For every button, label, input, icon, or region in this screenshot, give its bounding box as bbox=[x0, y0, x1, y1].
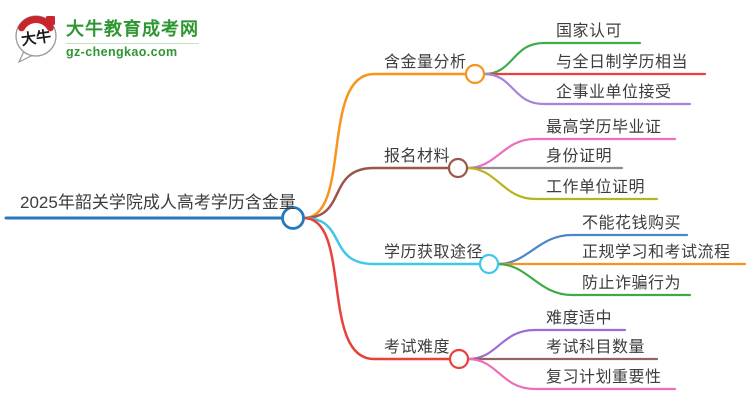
leaf-label-nandushizhong: 难度适中 bbox=[546, 310, 613, 327]
leaf-line-guojiarenke bbox=[482, 41, 642, 76]
logo-seal bbox=[46, 16, 55, 25]
logo-text-block: 大牛教育成考网 gz-chengkao.com bbox=[66, 15, 199, 59]
leaf-line-gongzuodanwei bbox=[465, 166, 659, 201]
branch-label-huoqutujing: 学历获取途径 bbox=[384, 244, 484, 261]
leaf-label-qishiye: 企事业单位接受 bbox=[556, 84, 672, 101]
leaf-label-fuxijihua: 复习计划重要性 bbox=[546, 369, 662, 386]
branch-label-baoming: 报名材料 bbox=[384, 148, 451, 165]
leaf-line-qishiye bbox=[482, 72, 692, 106]
leaf-line-biyezheng bbox=[465, 137, 677, 170]
root-node-circle bbox=[281, 206, 305, 230]
branch-line-hanjinliang bbox=[302, 72, 468, 220]
branch-circle-huoqutujing bbox=[478, 253, 500, 275]
leaf-label-quanrizhi: 与全日制学历相当 bbox=[556, 54, 689, 71]
leaf-label-biyezheng: 最高学历毕业证 bbox=[546, 119, 662, 136]
site-logo: 大牛 大牛教育成考网 gz-chengkao.com bbox=[12, 10, 199, 64]
branch-circle-kaoshinandu bbox=[448, 348, 470, 370]
branch-line-huoqutujing bbox=[302, 216, 482, 266]
branch-label-hanjinliang: 含金量分析 bbox=[384, 54, 467, 71]
root-node-label: 2025年韶关学院成人高考学历含金量 bbox=[20, 193, 296, 212]
leaf-label-buhuaqian: 不能花钱购买 bbox=[582, 215, 682, 232]
branch-line-baoming bbox=[302, 166, 451, 220]
site-url: gz-chengkao.com bbox=[66, 45, 178, 59]
leaf-label-kemushuliang: 考试科目数量 bbox=[546, 339, 646, 356]
leaf-label-zhenggui: 正规学习和考试流程 bbox=[582, 244, 731, 261]
site-name: 大牛教育成考网 bbox=[66, 15, 199, 44]
leaf-line-nandushizhong bbox=[466, 328, 627, 361]
leaf-label-gongzuodanwei: 工作单位证明 bbox=[546, 179, 646, 196]
leaf-label-shenfen: 身份证明 bbox=[546, 148, 613, 165]
branch-circle-baoming bbox=[447, 157, 469, 179]
leaf-line-fuxijihua bbox=[466, 357, 677, 391]
daniu-logo-icon: 大牛 bbox=[15, 15, 57, 64]
leaf-line-buhuaqian bbox=[496, 233, 689, 266]
logo-daniu-text: 大牛 bbox=[20, 27, 52, 49]
branch-circle-hanjinliang bbox=[464, 63, 486, 85]
leaf-label-fangzhizhapian: 防止诈骗行为 bbox=[582, 275, 682, 292]
branch-line-kaoshinandu bbox=[302, 216, 452, 361]
leaf-line-fangzhizhapian bbox=[496, 262, 692, 297]
leaf-label-guojiarenke: 国家认可 bbox=[556, 23, 623, 40]
branch-label-kaoshinandu: 考试难度 bbox=[384, 339, 451, 356]
